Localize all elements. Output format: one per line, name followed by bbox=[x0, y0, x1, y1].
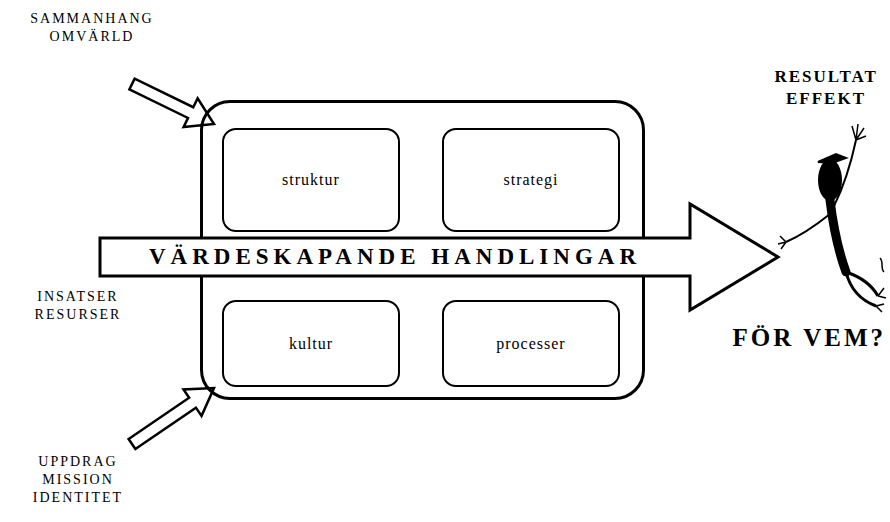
value-arrow bbox=[100, 204, 778, 310]
aspect-label: kultur bbox=[289, 335, 333, 353]
result-label: RESULTAT EFFEKT bbox=[774, 66, 877, 110]
input-label: INSATSER RESURSER bbox=[35, 288, 122, 324]
context-label: SAMMANHANG OMVÄRLD bbox=[30, 10, 153, 46]
person-figure bbox=[778, 124, 886, 312]
aspect-label: processer bbox=[496, 335, 565, 353]
mission-label: UPPDRAG MISSION IDENTITET bbox=[33, 453, 123, 508]
input-arrow bbox=[129, 388, 214, 449]
aspect-label: struktur bbox=[282, 171, 340, 189]
aspect-box: strategi bbox=[442, 128, 620, 232]
aspect-box: processer bbox=[442, 300, 620, 387]
value-arrow-label: VÄRDESKAPANDE HANDLINGAR bbox=[149, 242, 641, 272]
aspect-label: strategi bbox=[503, 171, 558, 189]
aspect-box: struktur bbox=[222, 128, 400, 232]
question-label: FÖR VEM? bbox=[733, 322, 886, 355]
aspect-box: kultur bbox=[222, 300, 400, 387]
